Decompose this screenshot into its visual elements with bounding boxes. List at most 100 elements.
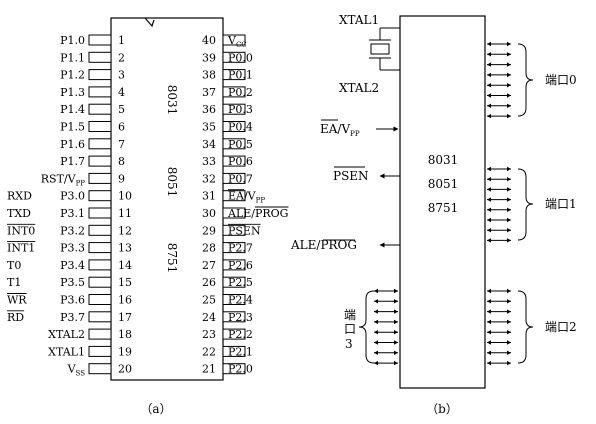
arrowhead [374, 299, 378, 304]
pin-8: 8P1.7 [60, 155, 125, 168]
xtal1-label: XTAL1 [339, 13, 379, 27]
pin-5: 5P1.4 [60, 103, 125, 116]
pin-number: 6 [118, 121, 125, 134]
bidir-arrow [487, 309, 511, 314]
arrowhead [487, 207, 491, 212]
arrowhead [487, 72, 491, 78]
pin-lead [222, 155, 246, 167]
pin-lead [88, 363, 112, 375]
arrowhead [507, 360, 511, 366]
arrowhead [487, 41, 491, 47]
arrowhead [507, 103, 511, 108]
pin-name: P2.0 [228, 363, 253, 376]
pin-lead [88, 34, 112, 46]
arrowhead [394, 288, 398, 294]
arrowhead [487, 197, 491, 202]
pin-name: P0.4 [228, 121, 253, 134]
pin-name: PSEN [228, 224, 261, 237]
figure-b-caption: （b） [426, 402, 458, 416]
bidir-arrow [487, 319, 511, 325]
pin-name: P0.5 [228, 138, 253, 151]
arrowhead [487, 319, 491, 325]
pin-lead [88, 345, 112, 357]
pin-lead [88, 224, 112, 236]
arrowhead [374, 350, 378, 355]
pin-lead [222, 259, 246, 271]
arrowhead [487, 187, 491, 192]
pin-number: 15 [118, 276, 132, 289]
arrowhead [507, 330, 511, 335]
pin-lead [88, 190, 112, 202]
port1-label: 端口1 [545, 197, 577, 211]
pin-number: 40 [202, 34, 216, 47]
pin-lead [222, 190, 246, 202]
chip-b-label-8031: 8031 [428, 153, 459, 167]
pin-alt-function: RXD [7, 190, 32, 203]
pin-number: 25 [202, 294, 216, 307]
arrowhead [487, 93, 491, 98]
pin-lead [222, 207, 246, 219]
pin-number: 30 [202, 207, 216, 220]
arrowhead [507, 52, 511, 57]
chip-b-label-8751: 8751 [428, 201, 459, 215]
pin-lead [222, 138, 246, 150]
pin-name: P1.0 [60, 34, 85, 47]
ale-prog-label: ALE/PROG [290, 238, 357, 252]
arrowhead [394, 340, 398, 345]
pin-alt-function: TXD [7, 207, 31, 220]
bidir-arrow [487, 93, 511, 98]
arrowhead [487, 330, 491, 335]
pin-alt-function: INT1 [7, 242, 35, 255]
pin-lead [88, 294, 112, 305]
bidir-arrow [487, 83, 511, 88]
bidir-arrow [487, 238, 511, 243]
bidir-arrow [487, 288, 511, 294]
arrowhead [487, 360, 491, 366]
port0-label: 端口0 [545, 73, 577, 87]
pin-lead [222, 69, 246, 81]
figure-a-dip40-pinout: 8031 8051 8751 1P1.02P1.13P1.24P1.35P1.4… [7, 17, 289, 416]
bidir-arrow [487, 340, 511, 345]
arrowhead [374, 340, 378, 345]
pin-name: P0.3 [228, 103, 253, 116]
pin-number: 28 [202, 242, 216, 255]
pin-lead [222, 276, 246, 288]
pin-lead [88, 276, 112, 288]
arrowhead [507, 93, 511, 98]
pin-name: P3.6 [60, 294, 85, 307]
arrowhead [394, 360, 398, 366]
arrowhead [507, 309, 511, 314]
pin-lead [222, 121, 246, 132]
arrowhead [507, 187, 511, 192]
pin-lead [222, 86, 246, 98]
figure-b-logic-symbol: 8031 8051 8751 XTAL1 XTAL2 EA/VPP PSEN A… [290, 13, 577, 416]
pin-number: 26 [202, 276, 216, 289]
bidir-arrow [487, 113, 511, 119]
pin-lead [88, 242, 112, 254]
arrowhead [487, 103, 491, 108]
pin-number: 27 [202, 259, 216, 272]
arrowhead [374, 360, 378, 366]
arrowhead [507, 288, 511, 294]
pin-number: 31 [202, 190, 216, 203]
bidir-arrow [487, 187, 511, 192]
arrowhead [487, 228, 491, 233]
pin-name: P1.4 [60, 103, 85, 116]
pin-1: 1P1.0 [60, 34, 125, 47]
pin-alt-function: T0 [7, 259, 21, 272]
pin-lead [88, 51, 112, 63]
arrowhead [507, 350, 511, 355]
port2-bidir-arrows [487, 288, 511, 366]
pin-lead [88, 311, 112, 323]
pin-name: P3.2 [60, 224, 85, 237]
pin-7: 7P1.6 [60, 138, 125, 151]
pin-lead [88, 103, 112, 115]
pin-name: P3.0 [60, 190, 85, 203]
bidir-arrow [374, 350, 398, 355]
